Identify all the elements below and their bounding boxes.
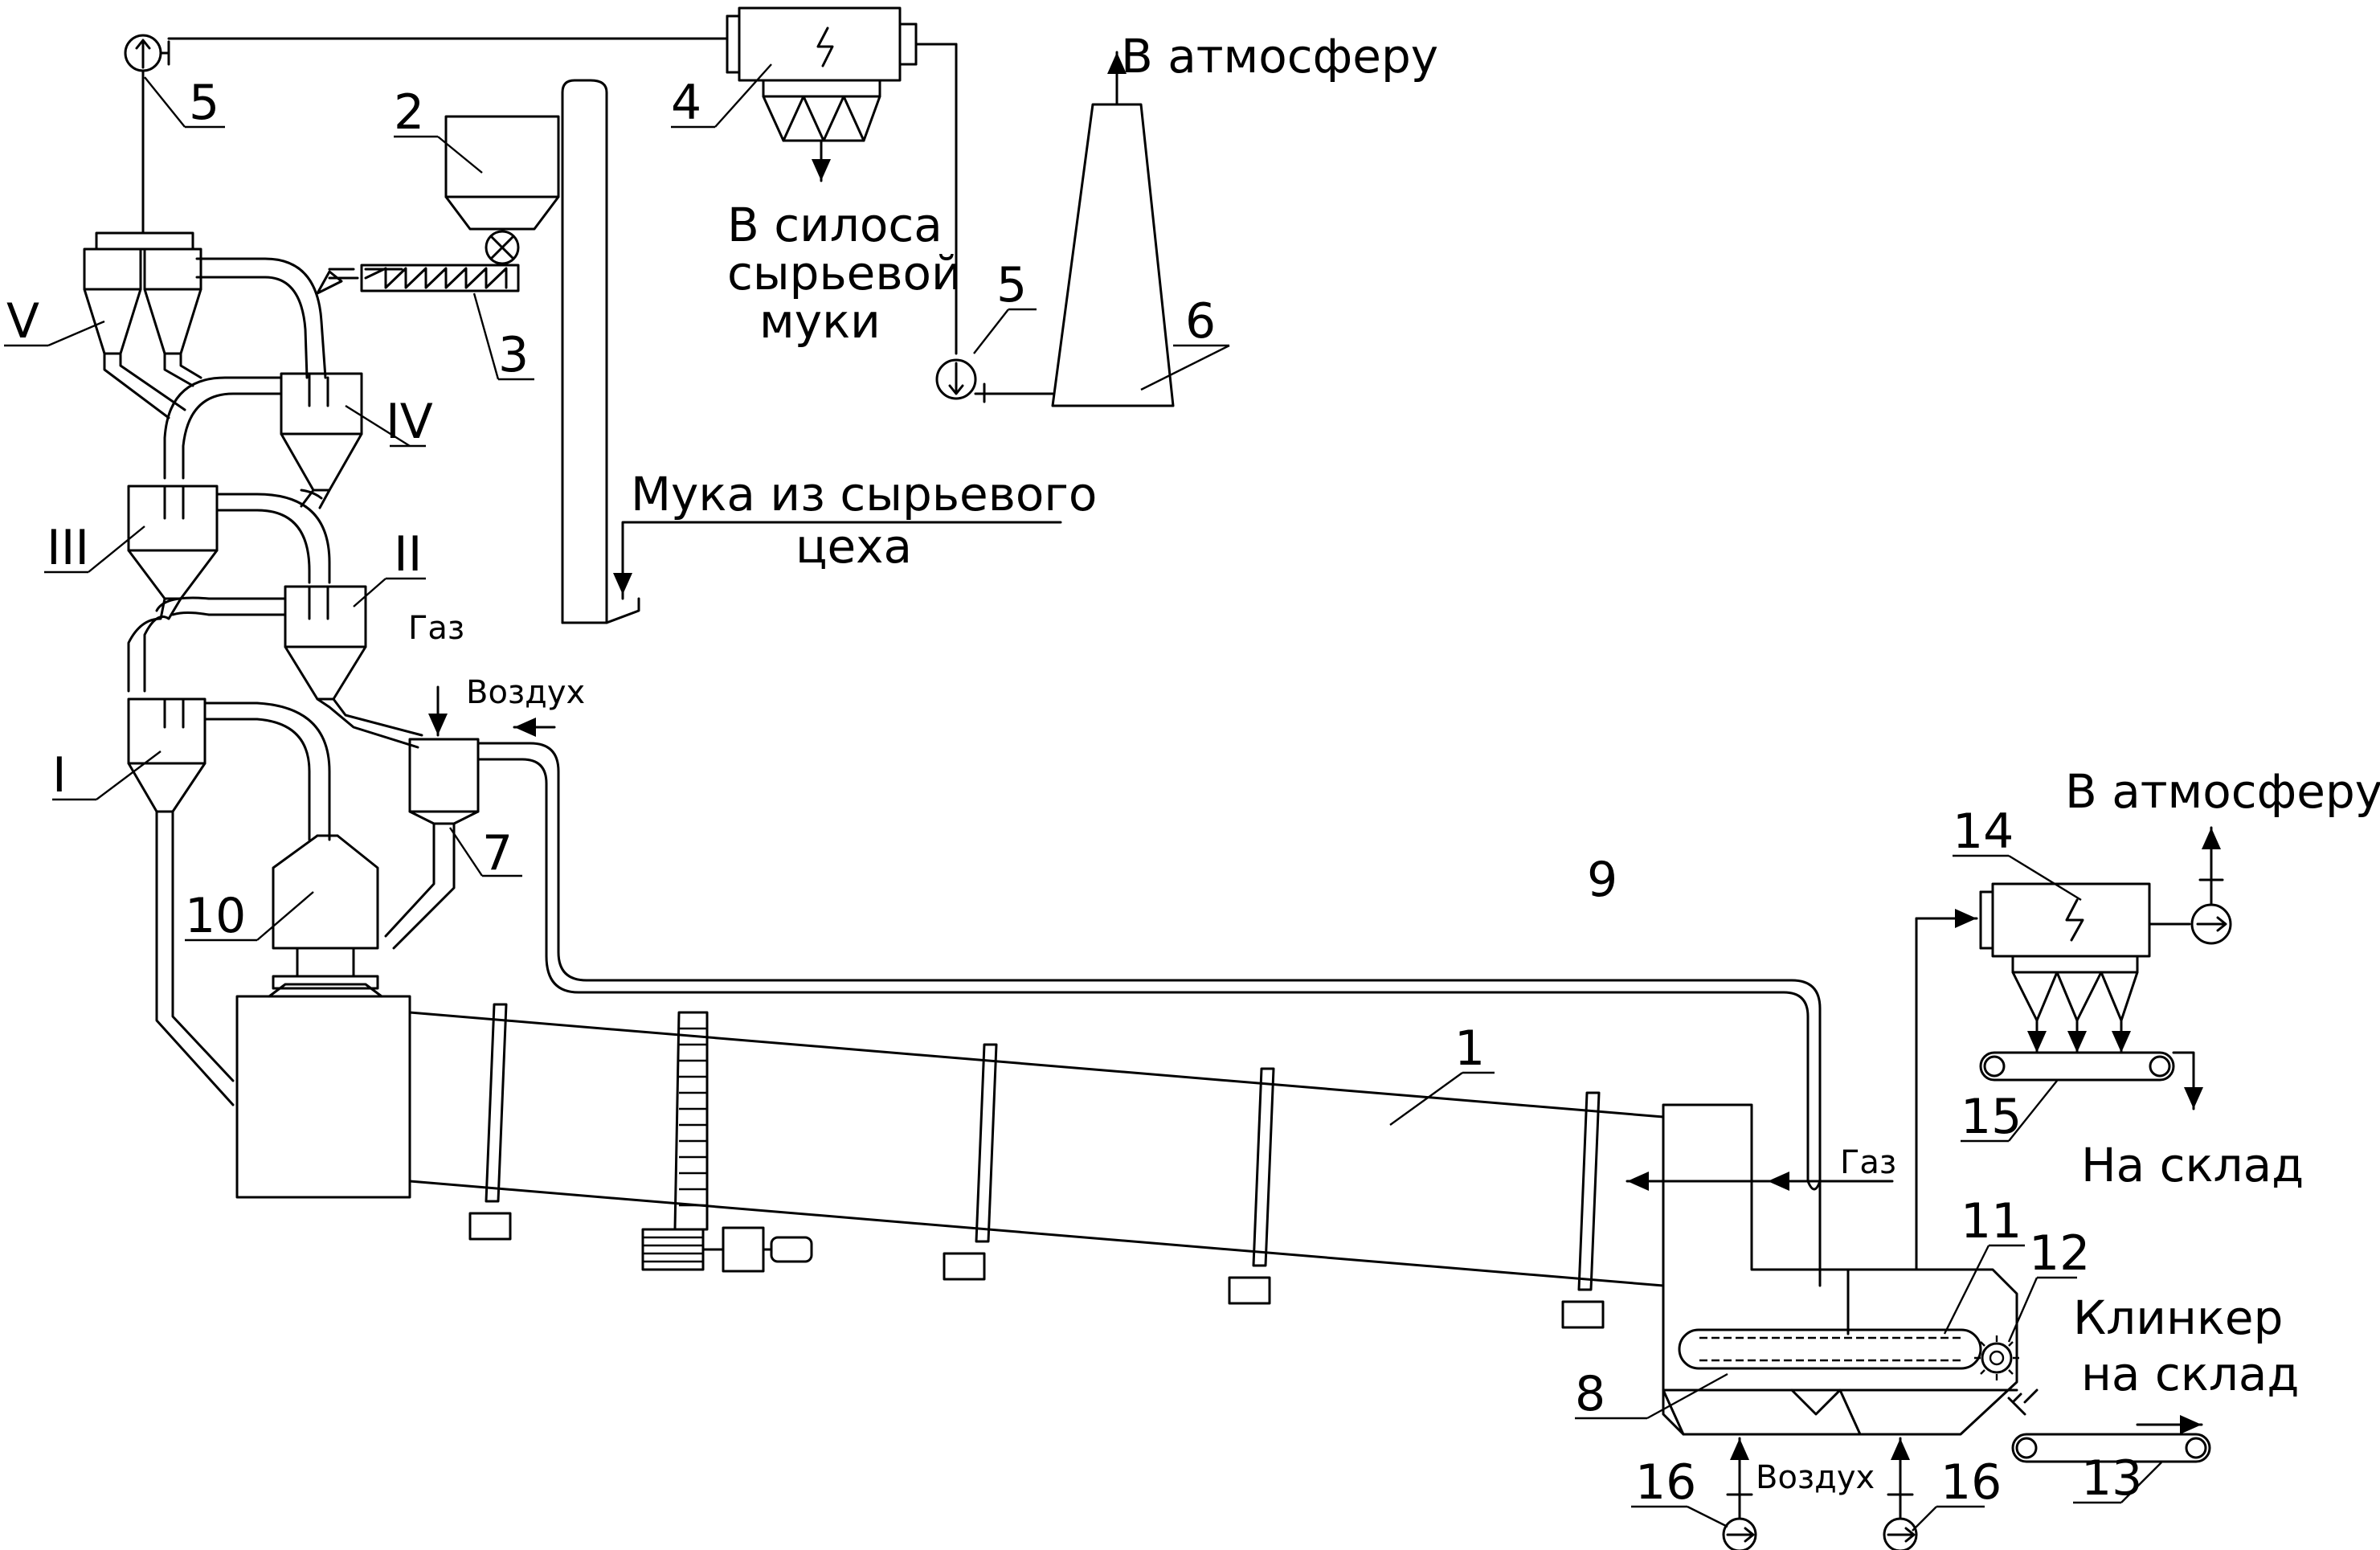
number-2: 2	[394, 84, 424, 141]
number-14: 14	[1953, 804, 2014, 860]
conveyor-13	[2011, 1415, 2211, 1504]
fan-16-right	[1883, 1437, 1985, 1550]
label-to-silos-1: В силоса	[727, 198, 943, 252]
hopper-2	[394, 115, 560, 265]
number-10: 10	[185, 888, 246, 944]
label-to-silos-2: сырьевой	[727, 246, 962, 301]
label-flour-1: Мука из сырьевого	[631, 467, 1097, 521]
kiln-inlet-chamber	[235, 983, 411, 1199]
stack-6	[1051, 51, 1230, 407]
label-air-top: Воздух	[466, 674, 585, 711]
number-6: 6	[1185, 293, 1216, 350]
roman-III: III	[47, 520, 89, 576]
number-16-right: 16	[1940, 1454, 2002, 1511]
label-gas-right: Газ	[1840, 1144, 1896, 1181]
roman-V: V	[6, 293, 39, 350]
precalciner-7	[384, 685, 1822, 1287]
cyclone-V	[4, 231, 355, 419]
number-15: 15	[1961, 1089, 2022, 1145]
number-4: 4	[671, 75, 701, 131]
conveyor-15	[1961, 1051, 2203, 1143]
number-5-top: 5	[189, 75, 219, 131]
fan-16-left	[1631, 1437, 1757, 1550]
label-clinker-2: на склад	[2081, 1347, 2300, 1401]
number-3: 3	[498, 327, 529, 383]
connecting-pipes	[44, 376, 426, 1106]
roman-II: II	[394, 526, 422, 583]
number-8: 8	[1575, 1366, 1605, 1422]
cyclone-IV	[280, 372, 426, 509]
roman-I: I	[52, 747, 67, 804]
fan-5-top	[124, 34, 729, 235]
label-clinker-1: Клинкер	[2073, 1290, 2283, 1345]
decarbonizer-10	[185, 834, 379, 990]
number-12: 12	[2029, 1225, 2090, 1282]
roman-IV: IV	[386, 394, 433, 450]
label-to-warehouse: На склад	[2081, 1138, 2304, 1192]
number-9: 9	[1587, 852, 1617, 908]
exhaust-line	[914, 43, 1054, 403]
number-13: 13	[2081, 1450, 2142, 1507]
label-air-bottom: Воздух	[1756, 1459, 1875, 1496]
bucket-elevator	[561, 79, 1062, 624]
screw-conveyor-3	[328, 264, 534, 381]
number-1: 1	[1454, 1020, 1485, 1077]
cooler-8	[1575, 1103, 2077, 1436]
rotary-kiln-1	[408, 1003, 1665, 1329]
label-gas-top: Газ	[408, 610, 464, 647]
number-11: 11	[1961, 1193, 2022, 1249]
label-to-atmosphere-right: В атмосферу	[2065, 764, 2380, 819]
label-to-silos-3: муки	[759, 294, 881, 349]
label-to-atmosphere-top: В атмосферу	[1121, 29, 1438, 84]
number-5-right: 5	[996, 257, 1027, 313]
electrofilter-4	[671, 6, 918, 182]
number-7: 7	[482, 825, 513, 881]
label-flour-2: цеха	[795, 519, 912, 574]
electrofilter-14	[1915, 826, 2232, 1271]
number-16-left: 16	[1635, 1454, 1696, 1511]
